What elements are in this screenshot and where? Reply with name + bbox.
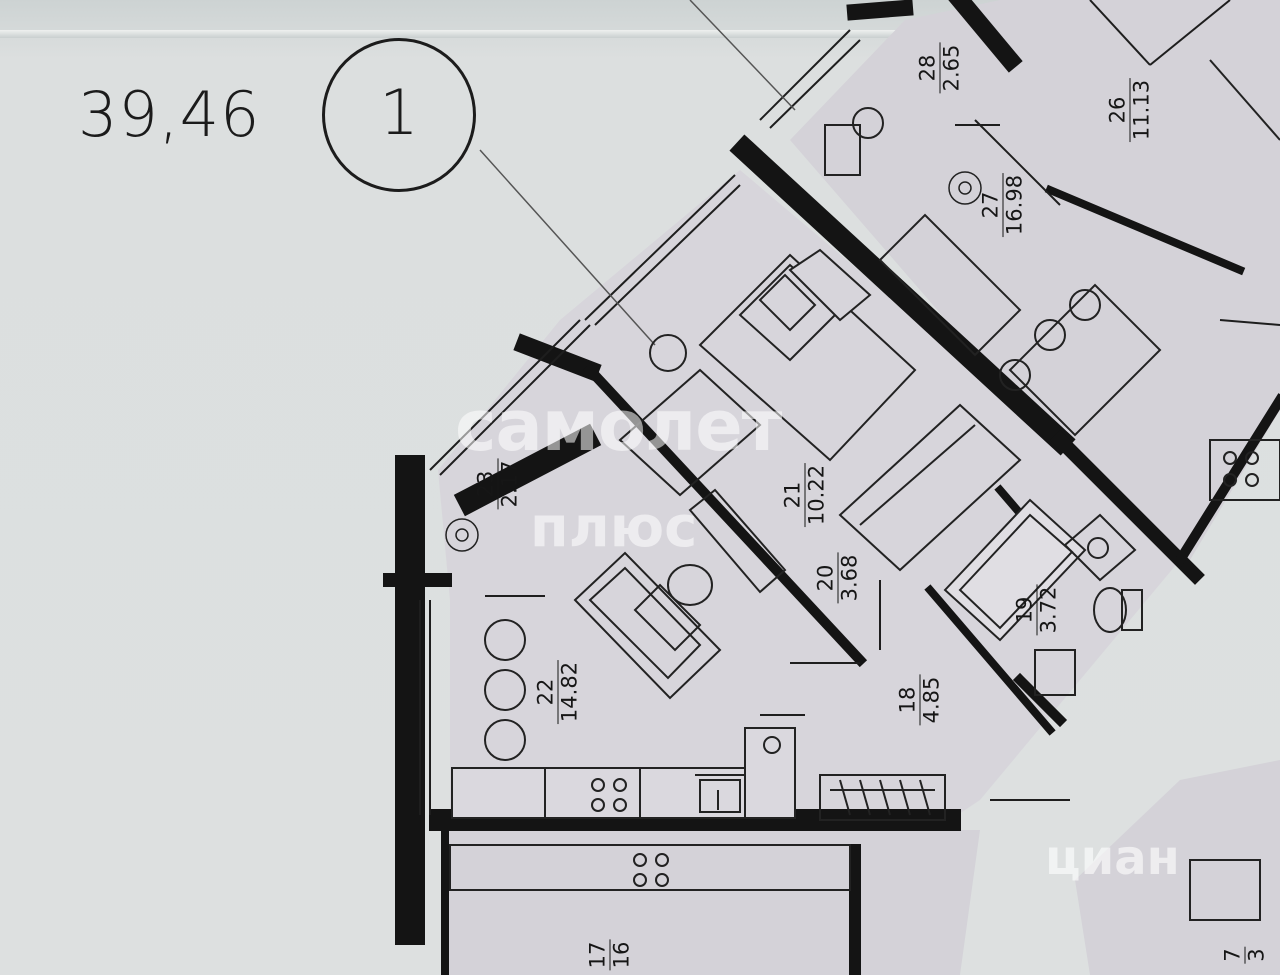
room-label-26: 26 11.13	[1106, 77, 1154, 143]
neighbor-desk-icon	[824, 107, 884, 176]
room-area: 3	[1244, 948, 1269, 962]
wall-top	[846, 0, 914, 21]
room-area: 16	[609, 941, 634, 969]
watermark-cian: циан	[1045, 830, 1180, 886]
wardrobe-bedroom-icon	[838, 403, 1022, 572]
washbasin-icon	[1063, 513, 1137, 582]
neighbor-apartment-upper	[790, 0, 1280, 560]
room-area: 11.13	[1129, 79, 1154, 141]
bed-icon	[698, 248, 917, 462]
room-area: 16.98	[1002, 174, 1027, 236]
neighbor-apartments	[445, 0, 1280, 975]
room-area: 3.68	[837, 554, 862, 602]
toilet-icon	[1093, 587, 1143, 633]
watermark-brand-line2: плюс	[530, 495, 698, 560]
structural-walls	[383, 0, 1280, 975]
room-area: 4.85	[919, 676, 944, 724]
doors	[485, 124, 1070, 801]
plant-icon	[445, 171, 982, 552]
neighbor-sofa-icon	[878, 213, 1022, 357]
window-lines	[419, 0, 1280, 815]
room-label-17: 17 16	[585, 939, 634, 971]
room-area: 10.22	[804, 464, 829, 526]
room-number: 17	[585, 939, 611, 971]
room-area: 3.72	[1036, 586, 1061, 634]
wall-closet	[453, 423, 602, 517]
watermark-brand-line1: самолет	[455, 385, 782, 467]
apartment-floor	[438, 170, 1180, 820]
wall-bath-left	[924, 584, 1056, 736]
room-label-22: 22 14.82	[534, 659, 582, 725]
wardrobe-hallway-icon	[819, 774, 946, 821]
total-area-value: 39,46	[78, 78, 261, 151]
room-label-21: 21 10.22	[781, 462, 829, 528]
room-label-28: 28 2.65	[916, 42, 964, 94]
room-label-18: 18 4.85	[896, 674, 944, 726]
room-number: 7	[1220, 946, 1246, 964]
stove-icon	[591, 778, 627, 812]
room-number: 18	[896, 674, 921, 726]
armchair-bedroom-icon	[649, 334, 687, 372]
neighbor-kitchen-icon	[449, 59, 1280, 921]
room-number: 27	[979, 172, 1004, 238]
wall-diagonal-lower	[1050, 430, 1205, 585]
coffee-table-icon	[667, 564, 713, 606]
room-label-7: 7 3	[1220, 946, 1269, 964]
room-area: 2.65	[939, 44, 964, 92]
room-label-20: 20 3.68	[814, 552, 862, 604]
sofa-icon	[573, 551, 722, 700]
desk-bedroom-icon	[618, 368, 762, 497]
wall-right	[1173, 393, 1280, 567]
wall-diagonal-main	[729, 134, 1076, 456]
dining-chairs-icon	[484, 619, 526, 761]
neighbor-apartment-lower	[445, 830, 980, 975]
room-area: 14.82	[557, 661, 582, 723]
sink-kitchen-icon	[699, 779, 741, 813]
wall-top-right	[948, 0, 1023, 73]
tv-stand-icon	[688, 488, 787, 594]
room-number: 22	[534, 659, 559, 725]
wall-wc	[1012, 672, 1068, 728]
room-number: 28	[916, 42, 941, 94]
unit-number: 1	[379, 76, 419, 149]
room-number: 26	[1106, 77, 1131, 143]
room-label-27: 27 16.98	[979, 172, 1027, 238]
room-label-19: 19 3.72	[1013, 584, 1061, 636]
unit-number-circle	[322, 38, 476, 192]
wall-bedroom-lower	[582, 362, 868, 668]
neighbor-dining-icon	[999, 283, 1162, 437]
water-heater-icon	[1034, 649, 1076, 696]
wall-neighbor	[1044, 184, 1246, 276]
room-number: 20	[814, 552, 839, 604]
room-number: 19	[1013, 584, 1038, 636]
paper-fold-edge	[0, 30, 1280, 38]
room-number: 21	[781, 462, 806, 528]
neighbor-apartment-right	[1075, 760, 1280, 975]
